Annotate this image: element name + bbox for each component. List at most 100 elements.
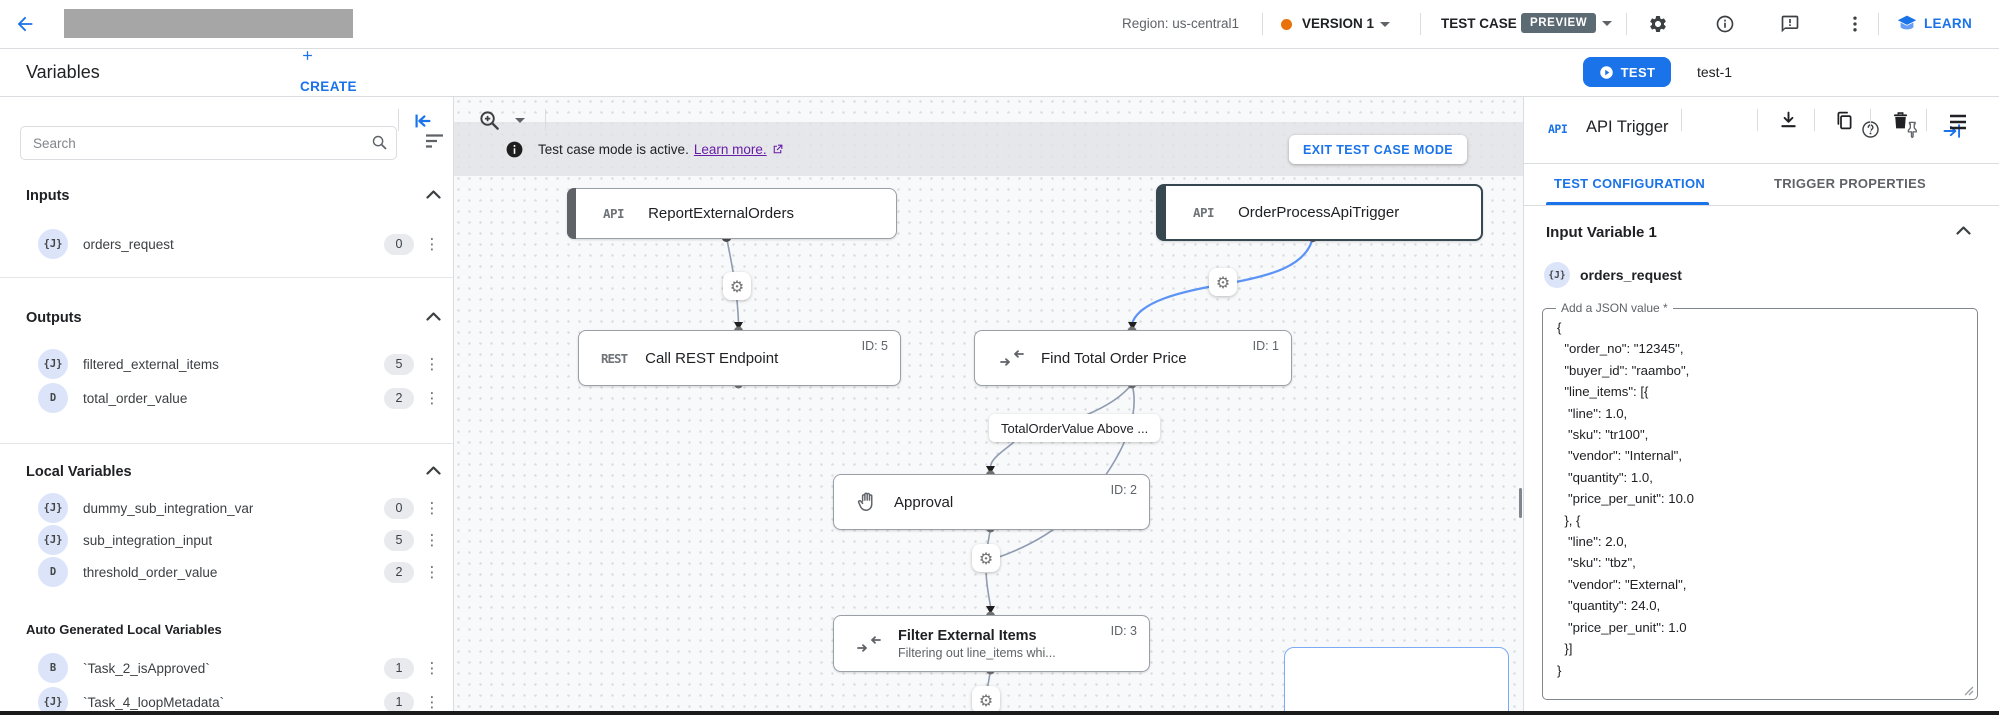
more-vert-icon[interactable]: [1845, 14, 1865, 34]
api-trigger-badge: API: [603, 206, 625, 221]
variable-row[interactable]: D threshold_order_value 2 ⋮: [0, 556, 453, 588]
node-find-total-order-price[interactable]: Find Total Order Price ID: 1: [974, 330, 1292, 386]
json-type-icon: {J}: [38, 525, 68, 555]
double-type-icon: D: [38, 557, 68, 587]
tab-trigger-properties[interactable]: TRIGGER PROPERTIES: [1774, 176, 1927, 191]
node-subtitle: Filtering out line_items whi...: [898, 645, 1056, 660]
divider: [1420, 13, 1421, 35]
local-variables-section-title: Local Variables: [26, 464, 132, 480]
divider: [1926, 109, 1927, 131]
row-menu-icon[interactable]: ⋮: [424, 693, 440, 711]
settings-gear-icon[interactable]: [1648, 14, 1668, 34]
row-menu-icon[interactable]: ⋮: [424, 659, 440, 677]
region-label: Region: us-central1: [1122, 16, 1240, 31]
collapse-sidebar-icon[interactable]: [412, 110, 434, 132]
row-menu-icon[interactable]: ⋮: [424, 389, 440, 407]
zoom-control[interactable]: [478, 109, 525, 132]
edge-gear-icon[interactable]: ⚙: [723, 272, 751, 300]
variable-row[interactable]: {J} sub_integration_input 5 ⋮: [0, 524, 453, 556]
node-text-block: Filter External Items Filtering out line…: [898, 627, 1056, 660]
edge-gear-icon[interactable]: ⚙: [1209, 268, 1237, 296]
window-bottom-edge: [0, 711, 1999, 715]
tab-test-configuration[interactable]: TEST CONFIGURATION: [1554, 176, 1706, 191]
variable-row[interactable]: {J} dummy_sub_integration_var 0 ⋮: [0, 492, 453, 524]
node-order-process-api-trigger[interactable]: API OrderProcessApiTrigger: [1156, 184, 1483, 241]
chevron-up-icon[interactable]: [426, 312, 441, 321]
sort-filter-icon[interactable]: [425, 133, 444, 149]
pin-icon[interactable]: [1902, 120, 1921, 139]
edge-gear-icon[interactable]: ⚙: [972, 544, 1000, 572]
preview-badge[interactable]: PREVIEW: [1521, 13, 1613, 33]
row-menu-icon[interactable]: ⋮: [424, 235, 440, 253]
variable-row[interactable]: {J} `Task_4_loopMetadata` 1 ⋮: [0, 686, 453, 715]
node-id: ID: 1: [1252, 339, 1279, 353]
variable-row[interactable]: B `Task_2_isApproved` 1 ⋮: [0, 652, 453, 684]
search-icon: [371, 134, 388, 151]
row-menu-icon[interactable]: ⋮: [424, 531, 440, 549]
copy-icon[interactable]: [1834, 110, 1855, 131]
version-label: VERSION 1: [1302, 16, 1375, 31]
api-badge: API: [1548, 122, 1568, 136]
chevron-up-icon[interactable]: [426, 190, 441, 199]
feedback-icon[interactable]: [1780, 14, 1800, 34]
json-value-input[interactable]: { "order_no": "12345", "buyer_id": "raam…: [1557, 320, 1694, 678]
version-dropdown[interactable]: VERSION 1: [1302, 0, 1391, 48]
play-circle-icon: [1599, 65, 1613, 79]
info-icon[interactable]: [1715, 14, 1735, 34]
chevron-down-icon: [1602, 20, 1613, 26]
node-id: ID: 3: [1110, 624, 1137, 638]
banner-text: Test case mode is active.: [538, 141, 689, 157]
external-link-icon: [771, 143, 784, 156]
usage-count-badge: 0: [384, 497, 414, 519]
input-variable-section-title: Input Variable 1: [1546, 224, 1657, 241]
row-menu-icon[interactable]: ⋮: [424, 355, 440, 373]
download-icon[interactable]: [1778, 110, 1799, 131]
node-approval[interactable]: Approval ID: 2: [833, 474, 1150, 530]
variable-row[interactable]: {J} filtered_external_items 5 ⋮: [0, 348, 453, 380]
test-case-name[interactable]: test-1: [1697, 64, 1733, 80]
canvas-scrollbar[interactable]: [1519, 488, 1522, 518]
learn-button[interactable]: LEARN: [1896, 12, 1972, 34]
log-list-icon[interactable]: [1948, 113, 1968, 131]
page-title: Variables: [26, 62, 100, 82]
edge-gear-icon[interactable]: ⚙: [972, 686, 1000, 714]
json-type-icon: {J}: [38, 493, 68, 523]
version-status-dot: [1281, 19, 1292, 30]
json-type-icon: {J}: [38, 687, 68, 715]
rest-task-badge: REST: [601, 350, 628, 366]
chevron-up-icon[interactable]: [1956, 226, 1971, 235]
variable-row[interactable]: {J} orders_request 0 ⋮: [0, 228, 453, 260]
test-button[interactable]: TEST: [1583, 57, 1671, 87]
divider: [545, 109, 546, 131]
learn-cap-icon: [1897, 15, 1917, 30]
resize-handle-icon[interactable]: [1964, 686, 1974, 696]
exit-test-case-mode-button[interactable]: EXIT TEST CASE MODE: [1289, 135, 1467, 164]
approval-hand-icon: [856, 491, 878, 513]
row-menu-icon[interactable]: ⋮: [424, 499, 440, 517]
data-mapping-icon: [999, 350, 1025, 366]
learn-more-link[interactable]: Learn more.: [693, 141, 767, 157]
delete-icon[interactable]: [1890, 110, 1911, 131]
node-filter-external-items[interactable]: Filter External Items Filtering out line…: [833, 615, 1150, 672]
node-call-rest-endpoint[interactable]: REST Call REST Endpoint ID: 5: [578, 330, 901, 386]
chevron-down-icon: [515, 118, 525, 123]
back-arrow-icon[interactable]: [14, 13, 36, 35]
row-menu-icon[interactable]: ⋮: [424, 563, 440, 581]
variable-row: {J} orders_request: [1544, 262, 1682, 288]
create-variable-button[interactable]: CREATE: [300, 48, 357, 111]
plus-icon: [303, 51, 312, 60]
divider: [1626, 13, 1627, 35]
api-trigger-config-panel: API API Trigger TEST CONFIGURATION TRIGG…: [1523, 96, 1999, 715]
chevron-up-icon[interactable]: [426, 466, 441, 475]
variable-row[interactable]: D total_order_value 2 ⋮: [0, 382, 453, 414]
edge-condition-label[interactable]: TotalOrderValue Above ...: [989, 414, 1161, 442]
selection-region-box: [1284, 647, 1509, 715]
divider: [398, 109, 399, 131]
info-icon: [505, 140, 524, 159]
usage-count-badge: 2: [384, 387, 414, 409]
workflow-canvas[interactable]: ⚙ ⚙ ⚙ ⚙ API ReportExternalOrders API Ord…: [453, 96, 1523, 715]
node-report-external-orders[interactable]: API ReportExternalOrders: [567, 188, 897, 239]
search-input[interactable]: [20, 126, 397, 160]
variables-toolbar: Variables CREATE TEST test-1: [0, 48, 1999, 131]
